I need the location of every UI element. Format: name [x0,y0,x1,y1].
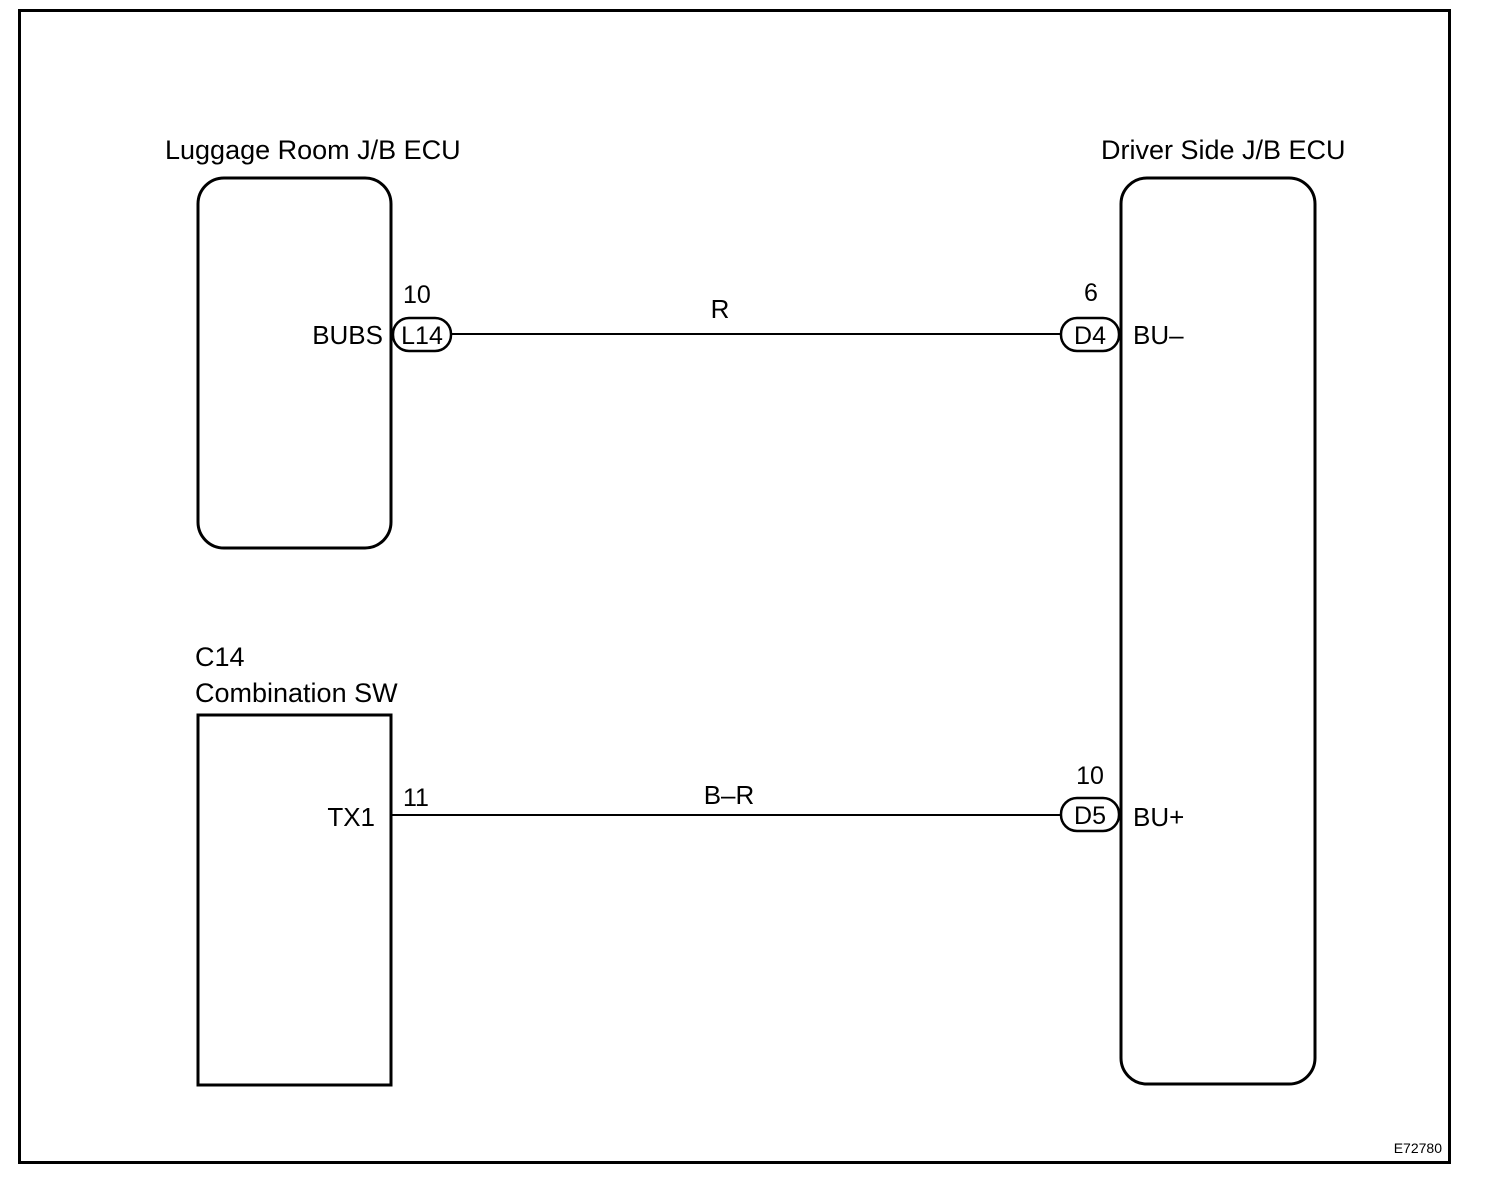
connector-d5-label: D5 [1074,802,1106,830]
driver-ecu-box [1119,176,1317,1086]
combination-sw-title: Combination SW [195,678,398,708]
pin-l14-number: 10 [403,281,431,309]
combination-sw-box [196,713,393,1087]
terminal-tx1: TX1 [327,802,375,832]
pin-d4-number: 6 [1084,279,1098,307]
pin-tx1-number: 11 [403,784,429,812]
connector-d4-label: D4 [1074,322,1106,350]
luggage-ecu-box [196,176,393,550]
combination-sw-code: C14 [195,642,245,672]
wire-r-color: R [711,294,730,324]
figure-code: E72780 [1394,1140,1442,1156]
connector-d5 [1059,796,1121,833]
driver-ecu-title: Driver Side J/B ECU [1101,135,1346,165]
pin-d5-number: 10 [1076,762,1104,790]
connector-d4 [1059,316,1121,353]
terminal-bu-minus: BU– [1133,320,1184,350]
luggage-ecu-title: Luggage Room J/B ECU [165,135,461,165]
connector-l14-label: L14 [401,322,443,350]
wire-b-r-color: B–R [704,780,755,810]
terminal-bubs: BUBS [312,320,383,350]
connector-l14 [391,316,453,353]
diagram-frame [18,9,1451,1164]
terminal-bu-plus: BU+ [1133,802,1184,832]
